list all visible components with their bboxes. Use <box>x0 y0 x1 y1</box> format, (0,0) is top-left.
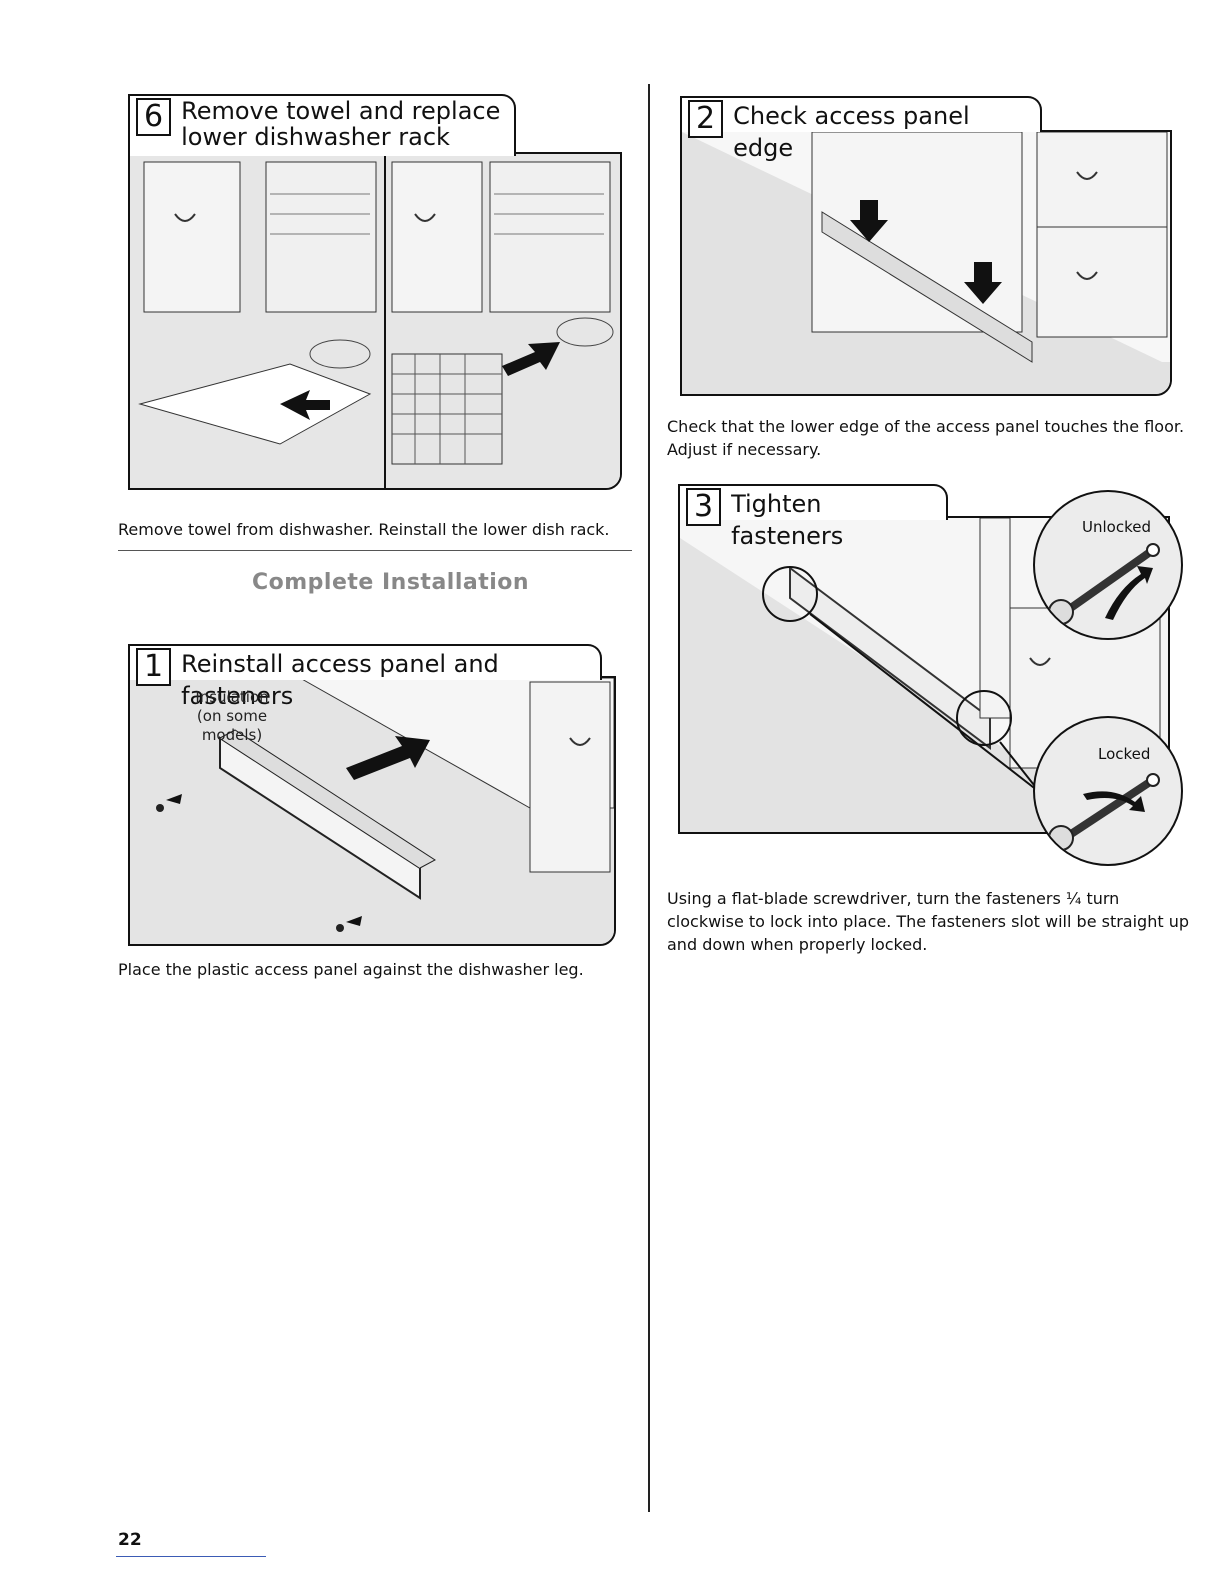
step1-heading: 1 Reinstall access panel and fasteners <box>128 644 602 710</box>
step2-caption-line1: Check that the lower edge of the access … <box>667 417 1185 436</box>
step2-caption-line2: Adjust if necessary. <box>667 440 822 459</box>
step-title: Tighten fasteners <box>731 490 844 550</box>
insulation-label-line1: Insulation <box>195 688 269 706</box>
step2-illustration <box>680 130 1172 396</box>
step1-illustration <box>128 676 616 946</box>
step3-caption-line2: clockwise to lock into place. The fasten… <box>667 912 1190 931</box>
step-number: 2 <box>688 100 724 138</box>
step-title-line1: Remove towel and replace <box>181 97 501 125</box>
unlocked-detail <box>1033 490 1183 640</box>
unlocked-label: Unlocked <box>1082 518 1151 536</box>
step3-caption-line3: and down when properly locked. <box>667 935 928 954</box>
insulation-label-line2: (on some models) <box>196 707 268 744</box>
step-number: 3 <box>686 488 722 526</box>
step-title: Reinstall access panel and fasteners <box>181 650 499 710</box>
step6-caption: Remove towel from dishwasher. Reinstall … <box>118 520 610 539</box>
section-title: Complete Installation <box>252 570 530 595</box>
section-rule <box>118 550 632 551</box>
step3-heading: 3 Tighten fasteners <box>678 484 948 550</box>
step2-heading: 2 Check access panel edge <box>680 96 1042 162</box>
step-title: Check access panel edge <box>733 102 970 162</box>
step-title-line2: lower dishwasher rack <box>181 123 450 151</box>
locked-detail <box>1033 716 1183 866</box>
step-number: 6 <box>136 98 172 136</box>
step6-heading: 6 Remove towel and replace lower dishwas… <box>128 94 516 156</box>
step3-caption: Using a flat-blade screwdriver, turn the… <box>667 887 1189 956</box>
insulation-label: Insulation (on some models) <box>172 688 292 745</box>
page-number: 22 <box>118 1530 142 1550</box>
step3-caption-line1: Using a flat-blade screwdriver, turn the… <box>667 889 1120 908</box>
step6-illustration <box>128 152 622 490</box>
step-title: Remove towel and replace lower dishwashe… <box>181 98 500 150</box>
locked-label: Locked <box>1098 745 1151 763</box>
footer-rule <box>116 1556 266 1557</box>
step-number: 1 <box>136 648 172 686</box>
column-divider <box>648 84 650 1512</box>
step1-caption: Place the plastic access panel against t… <box>118 960 584 979</box>
step2-caption: Check that the lower edge of the access … <box>667 415 1184 461</box>
